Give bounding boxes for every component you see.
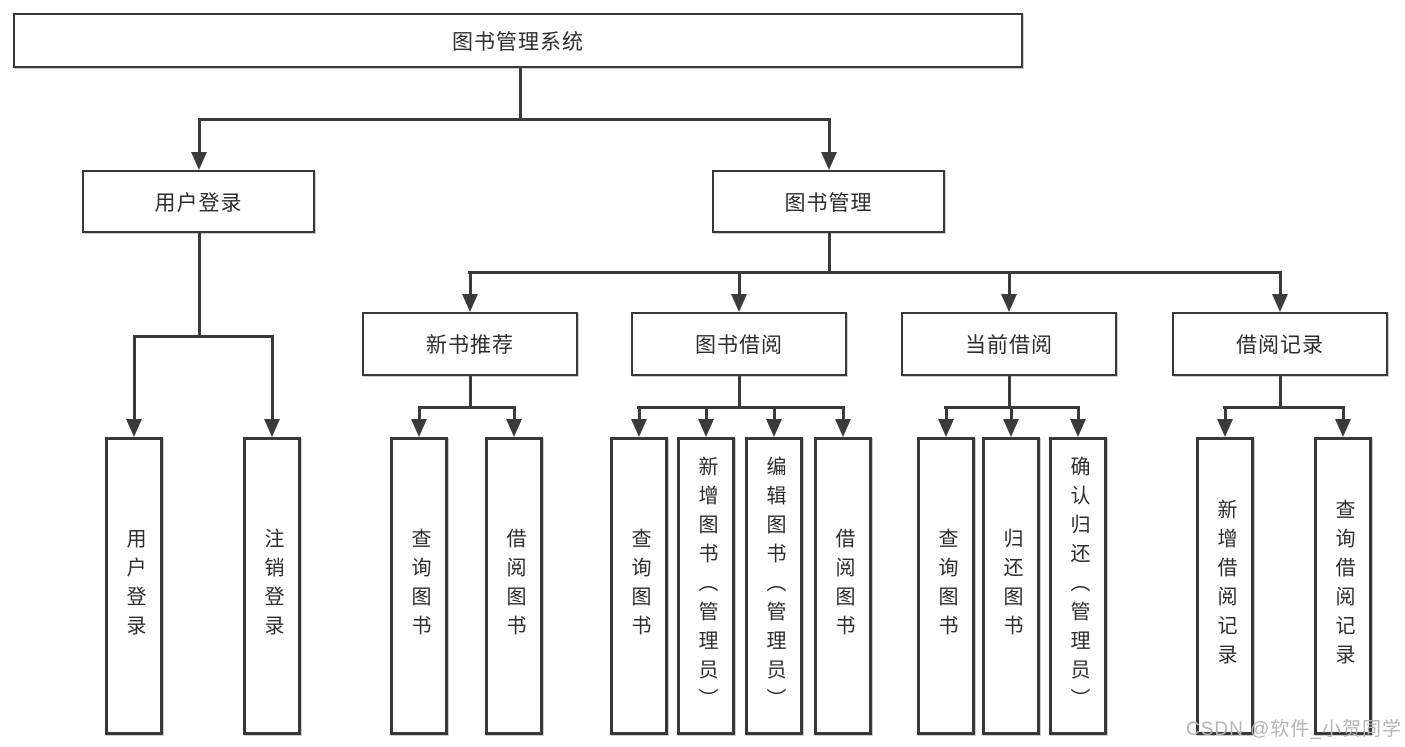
node-current-borrow-label: 当前借阅: [965, 334, 1053, 357]
leaf-query-books-current: 查询图书: [917, 437, 975, 735]
arrow-down-icon: [938, 419, 954, 437]
connector-leaf: [773, 406, 776, 421]
arrow-down-icon: [1003, 419, 1019, 437]
arrow-down-icon: [506, 419, 522, 437]
arrow-down-icon: [1217, 419, 1233, 437]
connector-leaf: [1077, 406, 1080, 421]
csdn-watermark: CSDN @软件_小贺同学: [1186, 719, 1402, 740]
node-book-borrow-label: 图书借阅: [695, 334, 783, 357]
connector-book-mgmt-stem: [828, 233, 831, 273]
node-book-borrow: 图书借阅: [631, 312, 847, 376]
leaf-return-book-label: 归还图书: [1000, 528, 1022, 644]
leaf-query-books-borrow: 查询图书: [610, 437, 668, 735]
connector-current-stem: [1008, 376, 1011, 408]
connector-leaf: [418, 406, 421, 421]
arrow-down-icon: [835, 419, 851, 437]
arrow-down-icon: [698, 419, 714, 437]
node-user-login: 用户登录: [82, 170, 315, 233]
arrow-down-icon: [1335, 419, 1351, 437]
connector-to-borrow-record: [1279, 271, 1282, 296]
connector-leaf: [1010, 406, 1013, 421]
leaf-borrow-book: 借阅图书: [814, 437, 872, 735]
leaf-query-books-recommend-label: 查询图书: [408, 528, 430, 644]
arrow-down-icon: [1070, 419, 1086, 437]
connector-to-new-book-recommend: [469, 271, 472, 296]
connector-leaf: [945, 406, 948, 421]
node-borrow-record-label: 借阅记录: [1236, 334, 1324, 357]
connector-user-login-rail: [133, 335, 274, 338]
connector-to-leaf-logout: [271, 335, 274, 421]
connector-level3-rail: [468, 271, 1281, 274]
connector-to-book-borrow: [738, 271, 741, 296]
leaf-query-borrow-record: 查询借阅记录: [1314, 437, 1372, 735]
arrow-down-icon: [411, 419, 427, 437]
connector-user-login-stem: [198, 233, 201, 337]
leaf-query-books-current-label: 查询图书: [935, 528, 957, 644]
connector-record-stem: [1279, 376, 1282, 408]
connector-recommend-rail: [418, 406, 516, 409]
arrow-down-icon: [191, 152, 207, 170]
leaf-add-borrow-record-label: 新增借阅记录: [1214, 499, 1236, 673]
connector-to-user-login: [198, 118, 201, 154]
connector-leaf: [638, 406, 641, 421]
leaf-add-book-admin: 新增图书（管理员）: [677, 437, 735, 735]
leaf-edit-book-admin-label: 编辑图书（管理员）: [763, 455, 785, 717]
leaf-logout: 注销登录: [243, 437, 301, 735]
leaf-confirm-return-admin: 确认归还（管理员）: [1049, 437, 1107, 735]
leaf-edit-book-admin: 编辑图书（管理员）: [745, 437, 803, 735]
leaf-query-books-recommend: 查询图书: [390, 437, 448, 735]
leaf-logout-label: 注销登录: [261, 528, 283, 644]
arrow-down-icon: [126, 419, 142, 437]
leaf-borrow-book-label: 借阅图书: [832, 528, 854, 644]
leaf-query-borrow-record-label: 查询借阅记录: [1332, 499, 1354, 673]
leaf-return-book: 归还图书: [982, 437, 1040, 735]
connector-leaf: [1224, 406, 1227, 421]
connector-recommend-stem: [469, 376, 472, 408]
arrow-down-icon: [821, 152, 837, 170]
arrow-down-icon: [631, 419, 647, 437]
connector-record-rail: [1223, 406, 1344, 409]
node-book-mgmt: 图书管理: [712, 170, 945, 233]
leaf-add-book-admin-label: 新增图书（管理员）: [695, 455, 717, 717]
leaf-add-borrow-record: 新增借阅记录: [1196, 437, 1254, 735]
node-root: 图书管理系统: [13, 13, 1023, 68]
connector-to-leaf-user-login: [133, 335, 136, 421]
node-borrow-record: 借阅记录: [1172, 312, 1388, 376]
connector-borrow-stem: [738, 376, 741, 408]
leaf-user-login: 用户登录: [105, 437, 163, 735]
leaf-borrow-books-recommend-label: 借阅图书: [503, 528, 525, 644]
node-new-book-recommend: 新书推荐: [362, 312, 578, 376]
node-root-label: 图书管理系统: [452, 30, 584, 54]
arrow-down-icon: [1001, 294, 1017, 312]
connector-level2-rail: [198, 118, 831, 121]
connector-leaf: [1342, 406, 1345, 421]
connector-to-current-borrow: [1008, 271, 1011, 296]
node-current-borrow: 当前借阅: [901, 312, 1117, 376]
node-new-book-recommend-label: 新书推荐: [426, 334, 514, 357]
leaf-query-books-borrow-label: 查询图书: [628, 528, 650, 644]
connector-borrow-rail: [637, 406, 844, 409]
connector-to-book-mgmt: [828, 118, 831, 154]
node-user-login-label: 用户登录: [154, 191, 243, 215]
arrow-down-icon: [462, 294, 478, 312]
connector-root-stem: [519, 68, 522, 120]
leaf-borrow-books-recommend: 借阅图书: [485, 437, 543, 735]
arrow-down-icon: [1272, 294, 1288, 312]
arrow-down-icon: [766, 419, 782, 437]
node-book-mgmt-label: 图书管理: [784, 191, 873, 215]
arrow-down-icon: [731, 294, 747, 312]
connector-leaf: [513, 406, 516, 421]
leaf-confirm-return-admin-label: 确认归还（管理员）: [1067, 455, 1089, 717]
connector-leaf: [705, 406, 708, 421]
connector-leaf: [842, 406, 845, 421]
arrow-down-icon: [264, 419, 280, 437]
leaf-user-login-label: 用户登录: [123, 528, 145, 644]
